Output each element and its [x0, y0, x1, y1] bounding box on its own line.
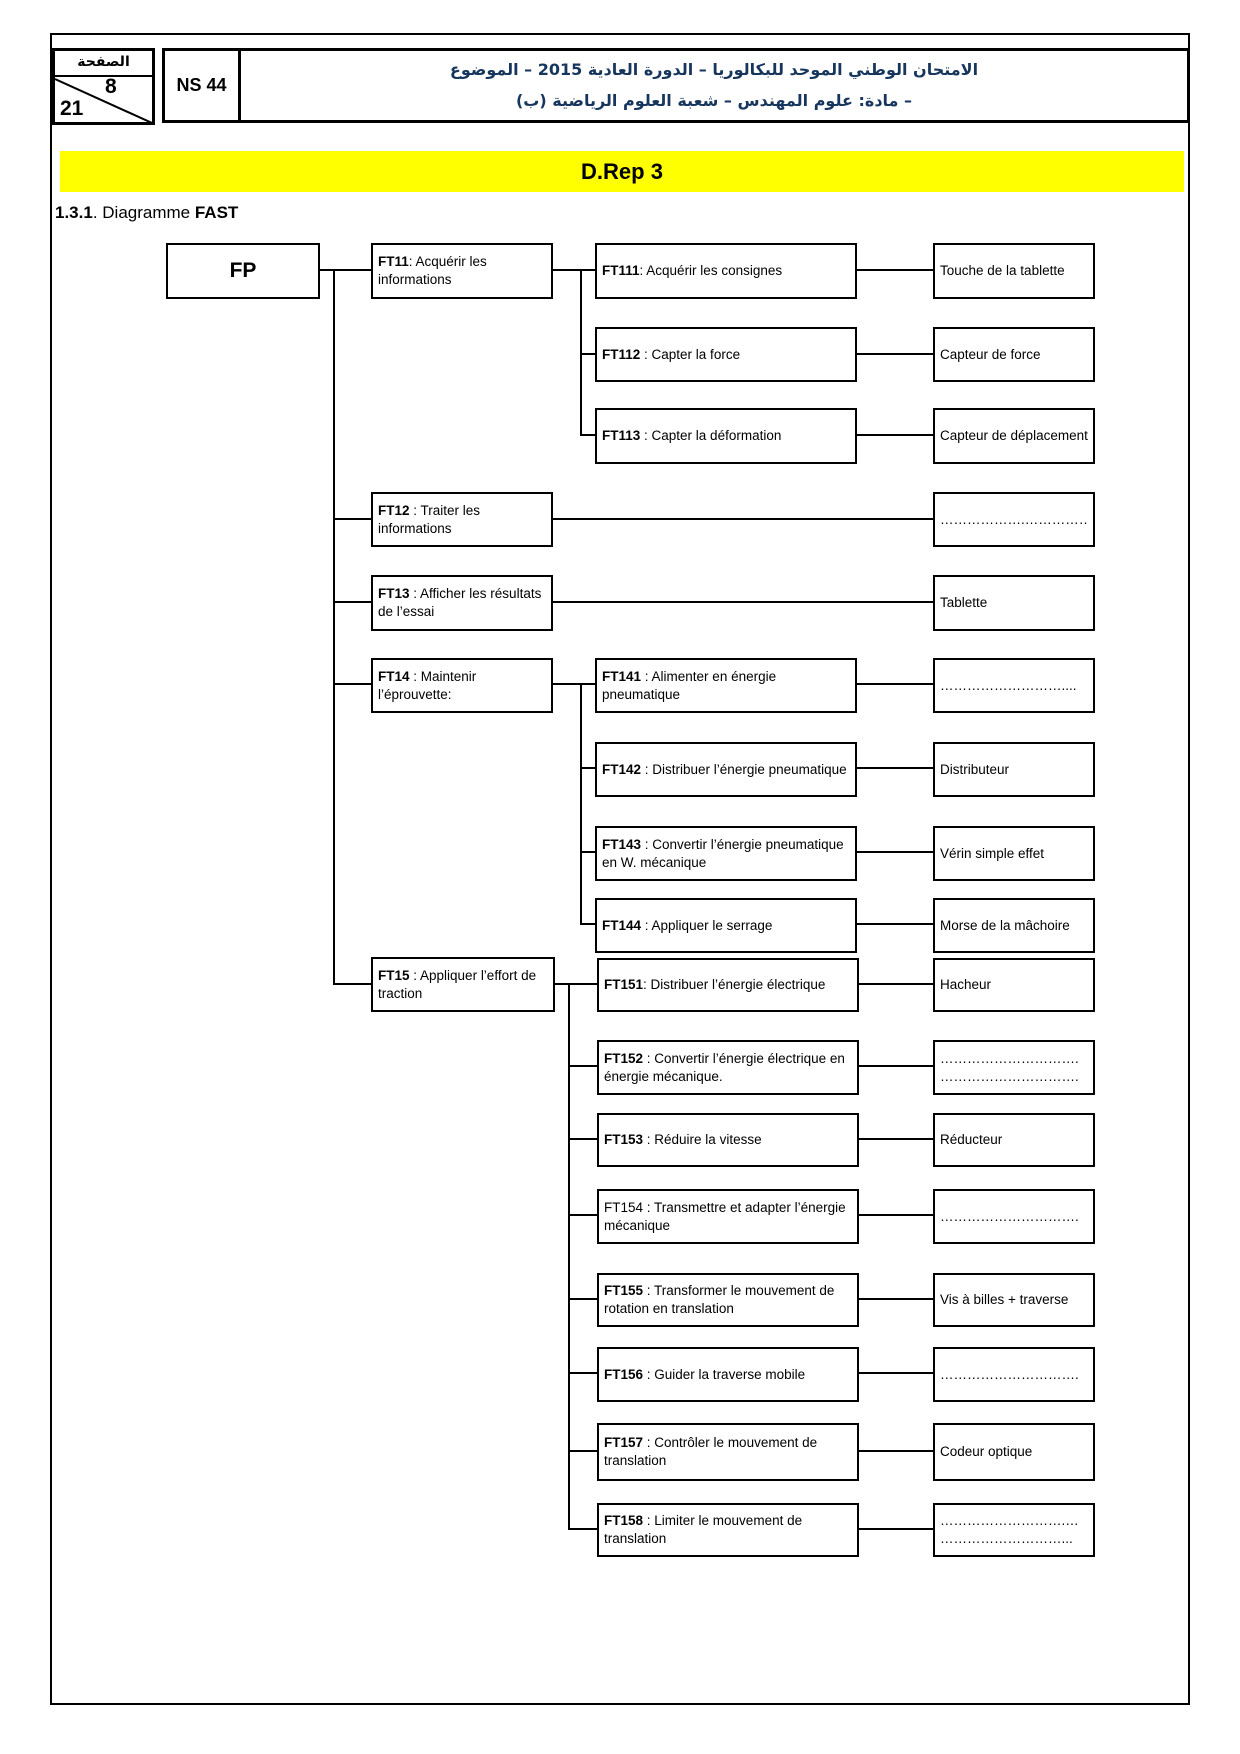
fp-label: FP: [229, 259, 257, 283]
exam-titles: الامتحان الوطني الموحد للبكالوريا – الدو…: [241, 51, 1187, 120]
connector-line: [580, 434, 595, 436]
heading-fast: FAST: [194, 203, 239, 222]
fast-solution-vis-billes: Vis à billes + traverse: [933, 1273, 1095, 1327]
page-current: 8: [105, 75, 117, 98]
connector-line: [859, 983, 933, 985]
connector-line: [555, 983, 597, 985]
connector-line: [580, 851, 595, 853]
connector-line: [857, 923, 933, 925]
fast-solution-dotted-ft158: ……………………….… ………………………...: [933, 1503, 1095, 1557]
fast-box-ft151: FT151: Distribuer l’énergie électrique: [597, 958, 859, 1012]
fast-box-ft155: FT155 : Transformer le mouvement de rota…: [597, 1273, 859, 1327]
connector-line: [568, 1298, 597, 1300]
connector-line: [320, 269, 371, 271]
connector-line: [568, 1138, 597, 1140]
connector-line: [857, 269, 933, 271]
connector-line: [580, 353, 595, 355]
page-number-box: الصفحة 8 21: [52, 48, 155, 125]
exam-title-line2: – مادة: علوم المهندس – شعبة العلوم الريا…: [515, 90, 913, 110]
fast-solution-verin: Vérin simple effet: [933, 826, 1095, 881]
fast-solution-tablette: Tablette: [933, 575, 1095, 631]
fast-box-ft113: FT113 : Capter la déformation: [595, 408, 857, 464]
connector-line: [859, 1065, 933, 1067]
connector-trunk-ft11: [580, 269, 582, 436]
fast-box-ft13: FT13 : Afficher les résultats de l’essai: [371, 575, 553, 631]
connector-line: [553, 518, 933, 520]
fast-solution-dotted-ft141: ………………………....: [933, 658, 1095, 713]
connector-line: [859, 1528, 933, 1530]
connector-line: [553, 601, 933, 603]
exam-header-box: NS 44 الامتحان الوطني الموحد للبكالوريا …: [162, 48, 1190, 123]
fast-box-ft112: FT112 : Capter la force: [595, 327, 857, 382]
fast-solution-codeur: Codeur optique: [933, 1423, 1095, 1481]
connector-trunk-ft15: [568, 983, 570, 1530]
connector-line: [553, 683, 595, 685]
fast-solution-capteur-force: Capteur de force: [933, 327, 1095, 382]
page-total: 21: [60, 97, 84, 120]
connector-line: [333, 518, 371, 520]
connector-line: [859, 1214, 933, 1216]
heading-number: 1.3.1: [55, 203, 93, 222]
fast-box-ft143: FT143 : Convertir l’énergie pneumatique …: [595, 826, 857, 881]
connector-line: [580, 767, 595, 769]
fast-box-ft14: FT14 : Maintenir l’éprouvette:: [371, 658, 553, 713]
fast-box-ft158: FT158 : Limiter le mouvement de translat…: [597, 1503, 859, 1557]
page-fraction: 8 21: [55, 75, 152, 125]
connector-line: [333, 683, 371, 685]
connector-line: [859, 1450, 933, 1452]
fast-box-ft152: FT152 : Convertir l’énergie électrique e…: [597, 1040, 859, 1095]
connector-line: [333, 601, 371, 603]
fast-box-ft144: FT144 : Appliquer le serrage: [595, 898, 857, 953]
exam-title-line1: الامتحان الوطني الموحد للبكالوريا – الدو…: [449, 60, 979, 80]
page-border: [50, 33, 1190, 1705]
connector-line: [568, 1214, 597, 1216]
section-banner-label: D.Rep 3: [581, 158, 663, 184]
connector-line: [857, 767, 933, 769]
fast-box-ft153: FT153 : Réduire la vitesse: [597, 1113, 859, 1167]
connector-trunk-ft14: [580, 683, 582, 925]
connector-line: [857, 851, 933, 853]
fast-solution-dotted-ft154: ………………………….: [933, 1189, 1095, 1244]
fast-box-ft154: FT154 : Transmettre et adapter l’énergie…: [597, 1189, 859, 1244]
fast-solution-dotted-ft12: ……………….……………: [933, 492, 1095, 547]
fast-solution-hacheur: Hacheur: [933, 958, 1095, 1012]
connector-line: [568, 1528, 597, 1530]
connector-line: [580, 923, 595, 925]
fast-box-ft141: FT141 : Alimenter en énergie pneumatique: [595, 658, 857, 713]
connector-line: [859, 1298, 933, 1300]
fast-box-ft15: FT15 : Appliquer l’effort de traction: [371, 957, 555, 1012]
connector-line: [857, 353, 933, 355]
exam-code: NS 44: [165, 51, 241, 120]
fast-box-ft156: FT156 : Guider la traverse mobile: [597, 1347, 859, 1402]
connector-line: [857, 683, 933, 685]
fast-solution-reducteur: Réducteur: [933, 1113, 1095, 1167]
fast-box-ft11: FT11: Acquérir les informations: [371, 243, 553, 299]
connector-line: [859, 1372, 933, 1374]
connector-line: [568, 1065, 597, 1067]
fast-solution-touche-tablette: Touche de la tablette: [933, 243, 1095, 299]
section-banner: D.Rep 3: [60, 151, 1184, 192]
connector-line: [568, 1372, 597, 1374]
fast-solution-capteur-deplacement: Capteur de déplacement: [933, 408, 1095, 464]
fast-box-ft12: FT12 : Traiter les informations: [371, 492, 553, 547]
heading-text: . Diagramme: [92, 203, 195, 222]
fast-solution-morse: Morse de la mâchoire: [933, 898, 1095, 953]
fast-solution-dotted-ft156: ………………………….: [933, 1347, 1095, 1402]
connector-line: [568, 1450, 597, 1452]
fast-solution-dotted-ft152: …………………………. ………………………….: [933, 1040, 1095, 1095]
fast-solution-distributeur: Distributeur: [933, 742, 1095, 797]
fast-box-ft111: FT111: Acquérir les consignes: [595, 243, 857, 299]
connector-line: [553, 269, 595, 271]
page-word-label: الصفحة: [55, 51, 152, 77]
fast-box-ft157: FT157 : Contrôler le mouvement de transl…: [597, 1423, 859, 1481]
fast-box-fp: FP: [166, 243, 320, 299]
connector-line: [859, 1138, 933, 1140]
diagonal-line: [55, 78, 152, 124]
connector-line: [333, 983, 371, 985]
section-heading: 1.3.1. Diagramme FAST: [55, 203, 238, 223]
connector-line: [857, 434, 933, 436]
fast-box-ft142: FT142 : Distribuer l’énergie pneumatique: [595, 742, 857, 797]
connector-trunk-fp: [333, 269, 335, 985]
